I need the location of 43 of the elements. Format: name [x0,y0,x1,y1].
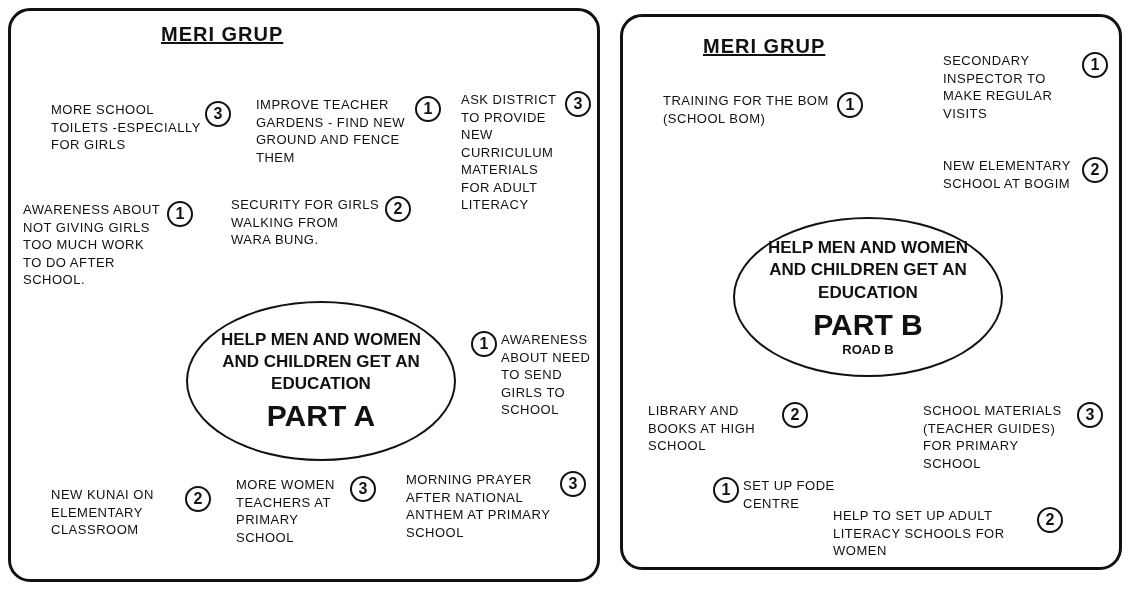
circled-number: 3 [560,471,586,497]
part-label: PART A [266,399,376,434]
note-text: LIBRARY AND BOOKS AT HIGH SCHOOL [648,402,757,455]
circled-number: 1 [837,92,863,118]
circled-number: 1 [471,331,497,357]
road-label: ROAD B [842,341,894,357]
circled-number: 1 [1082,52,1108,78]
note-text: SECONDARY INSPECTOR TO MAKE REGULAR VISITS [943,52,1054,123]
note-text: AWARENESS ABOUT NEED TO SEND GIRLS TO SCHOOL [501,331,591,419]
sheet-title: MERI GRUP [161,23,284,46]
note-text: SET UP FODE CENTRE [743,477,836,511]
note-text: TRAINING FOR THE BOM (SCHOOL BOM) [663,92,830,128]
note-text: SCHOOL MATERIALS (TEACHER GUIDES) FOR PRIMARY SCHOOL [923,402,1063,473]
note-text: ASK DISTRICT TO PROVIDE NEW CURRICULUM MATERIALS FOR ADULT LITERACY [461,91,558,214]
sheet-title: MERI GRUP [703,35,826,58]
circled-number: 2 [1082,157,1108,183]
circled-number: 2 [782,402,808,428]
note-text: MORE SCHOOL TOILETS -ESPECIALLY FOR GIRLS [51,101,201,154]
note-text: NEW ELEMENTARY SCHOOL AT BOGIM [943,157,1072,193]
note-text: MORNING PRAYER AFTER NATIONAL ANTHEM AT PRIMARY SCHOOL [406,471,552,542]
circled-number: 3 [565,91,591,117]
note-text: SECURITY FOR GIRLS WALKING FROM WARA BUNG. [231,196,381,249]
circled-number: 2 [385,196,411,222]
circled-number: 3 [350,476,376,502]
paper-sheet [8,8,600,582]
part-label: PART B [813,307,923,342]
note-text: AWARENESS ABOUT NOT GIVING GIRLS TOO MUCH WORK TO DO AFTER SCHOOL. [23,201,162,289]
goal-text: HELP MEN AND WOMEN AND CHILDREN GET AN EDUCATION [219,328,423,396]
circled-number: 3 [205,101,231,127]
goal-ellipse [733,217,1003,377]
note-text: IMPROVE TEACHER GARDENS - FIND NEW GROUND AND FENCE THEM [256,96,407,167]
circled-number: 2 [185,486,211,512]
note-text: NEW KUNAI ON ELEMENTARY CLASSROOM [51,486,155,539]
circled-number: 2 [1037,507,1063,533]
paper-sheet [620,14,1122,570]
circled-number: 1 [415,96,441,122]
note-text: HELP TO SET UP ADULT LITERACY SCHOOLS FOR WOMEN [833,507,1006,560]
circled-number: 3 [1077,402,1103,428]
goal-ellipse [186,301,456,461]
circled-number: 1 [713,477,739,503]
note-text: MORE WOMEN TEACHERS AT PRIMARY SCHOOL [236,476,336,547]
circled-number: 1 [167,201,193,227]
goal-text: HELP MEN AND WOMEN AND CHILDREN GET AN EDUCATION [766,237,970,304]
